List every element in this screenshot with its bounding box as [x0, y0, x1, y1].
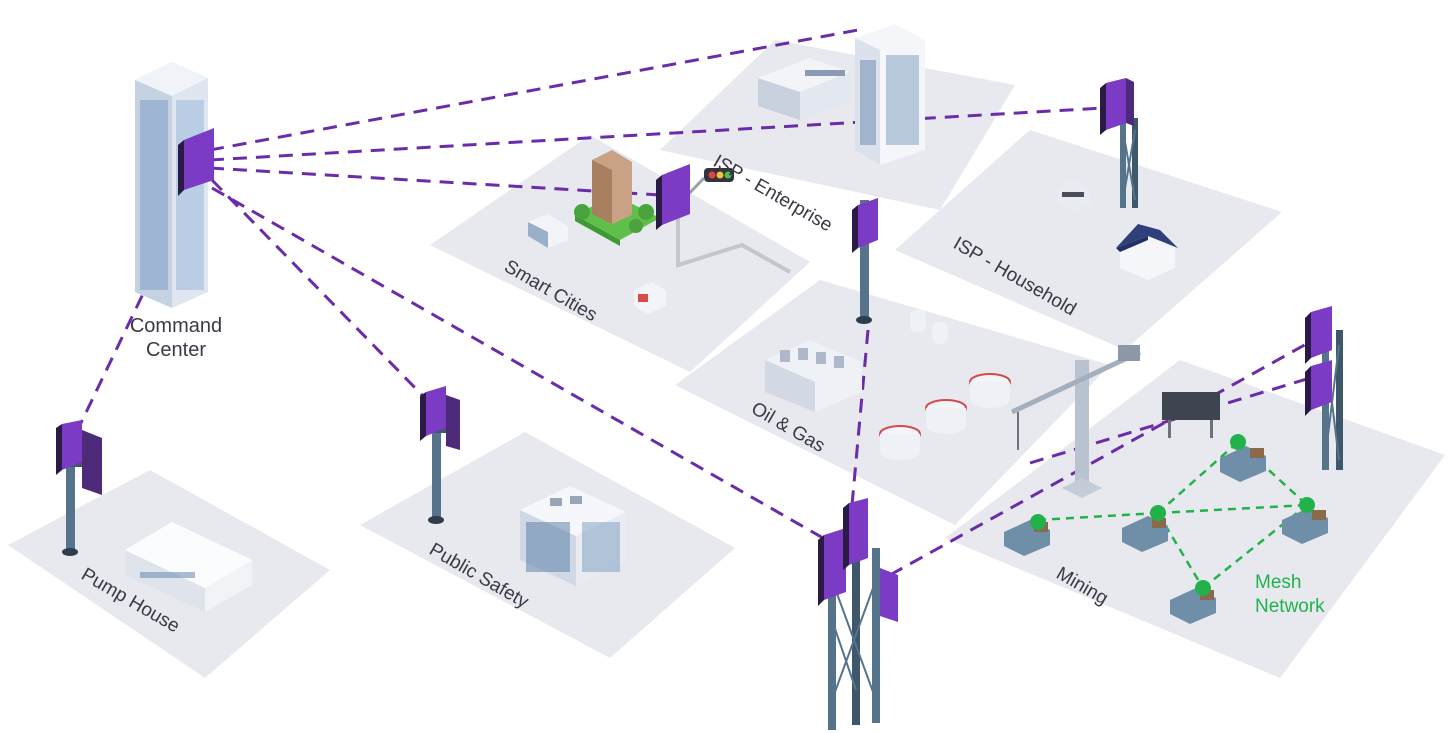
crane-icon	[1010, 345, 1142, 498]
monopole-tower-icon	[852, 198, 878, 324]
lattice-tower-icon	[818, 498, 898, 730]
lattice-tower-icon	[1100, 78, 1138, 208]
mesh-link	[1157, 503, 1308, 515]
link-main-tower-mining	[889, 340, 1311, 577]
mesh-link	[1157, 441, 1239, 514]
radio-panel-icon	[849, 498, 868, 565]
platform-smart-cities	[430, 135, 810, 372]
monopole-tower-icon	[420, 386, 460, 524]
oil-gas-assets	[765, 198, 1011, 460]
radio-panel-icon	[662, 164, 690, 225]
label-mesh-network-1: Mesh	[1255, 572, 1301, 593]
warehouse-icon	[125, 522, 252, 612]
platform-isp-enterprise	[660, 40, 1015, 210]
truck-icon	[1220, 446, 1266, 482]
platforms	[8, 40, 1445, 678]
link-cc-smart-cities	[209, 166, 661, 197]
platform-isp-household	[895, 130, 1282, 350]
smart-cities-assets	[528, 150, 791, 314]
link-oilgas-main-tower	[850, 329, 870, 506]
truck-icon	[1122, 516, 1168, 552]
mesh-node	[1299, 497, 1315, 513]
public-safety-assets	[420, 386, 626, 586]
label-command-center-1: Command	[130, 315, 222, 337]
isp-household-assets	[1058, 78, 1178, 280]
enterprise-buildings	[758, 24, 925, 165]
link-cc-household	[209, 106, 1104, 162]
mesh-node	[1230, 434, 1246, 450]
label-mesh-network-2: Network	[1255, 596, 1325, 617]
office-building-icon	[520, 486, 626, 586]
label-command-center-2: Center	[146, 339, 206, 361]
mining-assets	[1004, 306, 1343, 624]
link-cc-enterprise	[209, 28, 859, 152]
lattice-tower-icon	[1305, 306, 1343, 470]
link-cc-pump-house	[78, 191, 194, 426]
mesh-node	[1030, 514, 1046, 530]
radio-panel-icon	[178, 128, 214, 196]
truck-icon	[1170, 588, 1216, 624]
radio-panel-icon	[880, 568, 898, 622]
truck-icon	[1282, 508, 1328, 544]
pump-house-assets	[56, 420, 252, 612]
platform-mining	[945, 360, 1445, 678]
storage-tank-icon	[925, 399, 967, 434]
link-cc-public-safety	[210, 178, 427, 400]
house-icon	[1116, 224, 1178, 280]
monopole-tower-icon	[56, 420, 102, 556]
van-icon	[634, 282, 666, 314]
storage-tank-icon	[879, 425, 921, 460]
truck-icon	[1058, 180, 1090, 212]
storage-tank-icon	[969, 373, 1011, 408]
link-cc-main-tower	[211, 186, 831, 544]
mesh-node	[1150, 505, 1166, 521]
mesh-node	[1195, 580, 1211, 596]
mesh-link	[1037, 511, 1159, 522]
command-center-tower-icon	[135, 62, 208, 308]
platform-oil-gas	[675, 280, 1110, 525]
radio-panel-icon	[824, 528, 846, 600]
bus-icon	[528, 214, 568, 248]
